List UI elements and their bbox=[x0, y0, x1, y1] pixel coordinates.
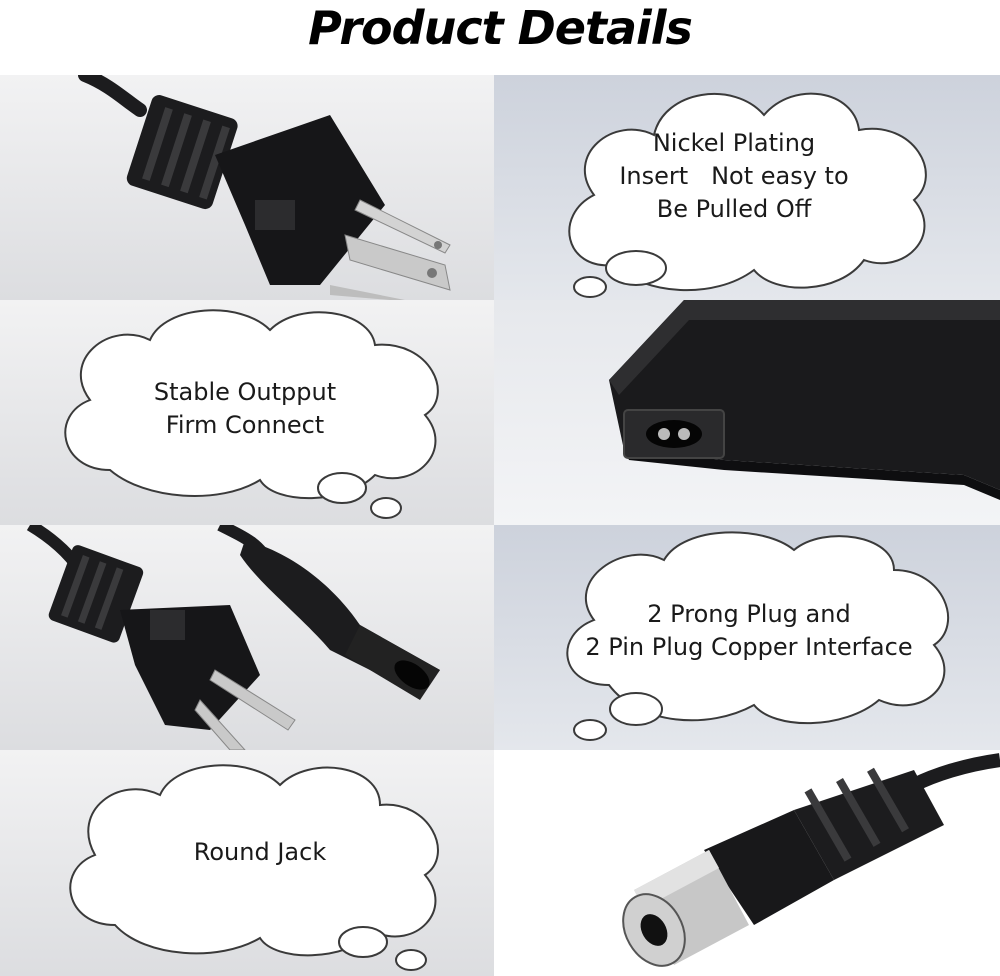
page-title: Product Details bbox=[308, 1, 693, 55]
panel-nickel: Nickel Plating Insert Not easy to Be Pul… bbox=[494, 75, 1000, 300]
power-adapter-figure-8-port-icon bbox=[609, 300, 1000, 500]
round-text: Round Jack bbox=[193, 838, 327, 866]
thought-bubble-icon bbox=[568, 92, 927, 298]
thought-bubble-icon bbox=[566, 531, 950, 741]
panel-plug-top bbox=[0, 75, 494, 300]
thought-bubble-icon bbox=[69, 764, 439, 971]
panel-cords bbox=[0, 525, 494, 750]
prong-text: 2 Prong Plug and 2 Pin Plug Copper Inter… bbox=[585, 600, 913, 661]
panel-round: Round Jack bbox=[0, 750, 494, 976]
stable-text: Stable Outpput Firm Connect bbox=[153, 378, 337, 439]
plug-and-figure-8-connector-icon bbox=[26, 525, 440, 750]
panel-jack bbox=[494, 750, 1000, 976]
panel-prong: 2 Prong Plug and 2 Pin Plug Copper Inter… bbox=[494, 525, 1000, 750]
nickel-text: Nickel Plating Insert Not easy to Be Pul… bbox=[619, 129, 849, 223]
panel-adapter bbox=[494, 300, 1000, 525]
thought-bubble-icon bbox=[64, 309, 439, 519]
panel-stable: Stable Outpput Firm Connect bbox=[0, 300, 494, 525]
dc-round-jack-icon bbox=[622, 753, 1000, 967]
two-prong-plug-icon bbox=[78, 75, 451, 300]
